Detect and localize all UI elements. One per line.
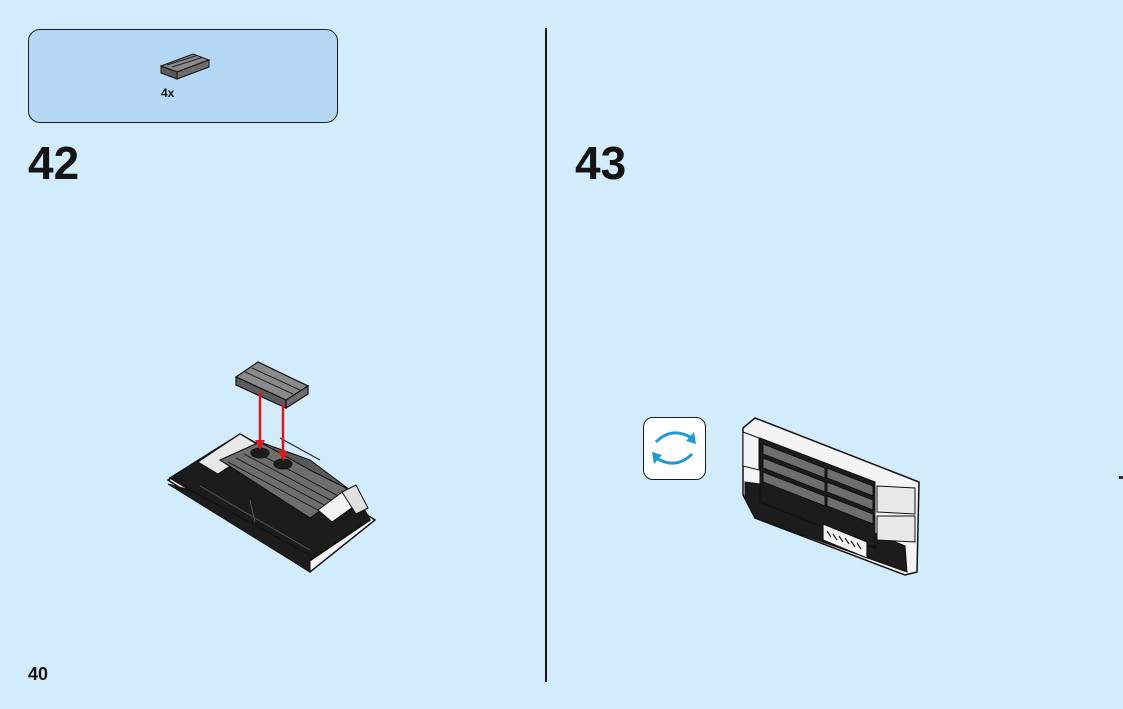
edge-mark: [1119, 476, 1123, 479]
step-number-43: 43: [575, 137, 627, 189]
step-number-42: 42: [28, 137, 80, 189]
rotate-model-icon: [643, 417, 706, 480]
step-43-assembly-illustration: [742, 417, 920, 576]
step-42-assembly-illustration: [166, 361, 377, 573]
page-divider: [545, 28, 547, 682]
part-quantity: 4x: [161, 86, 175, 100]
dark-grey-plate-icon: [159, 53, 211, 80]
parts-callout-box: 4x: [28, 29, 338, 123]
rotate-arrows-icon: [652, 431, 696, 465]
page-number: 40: [28, 664, 49, 684]
